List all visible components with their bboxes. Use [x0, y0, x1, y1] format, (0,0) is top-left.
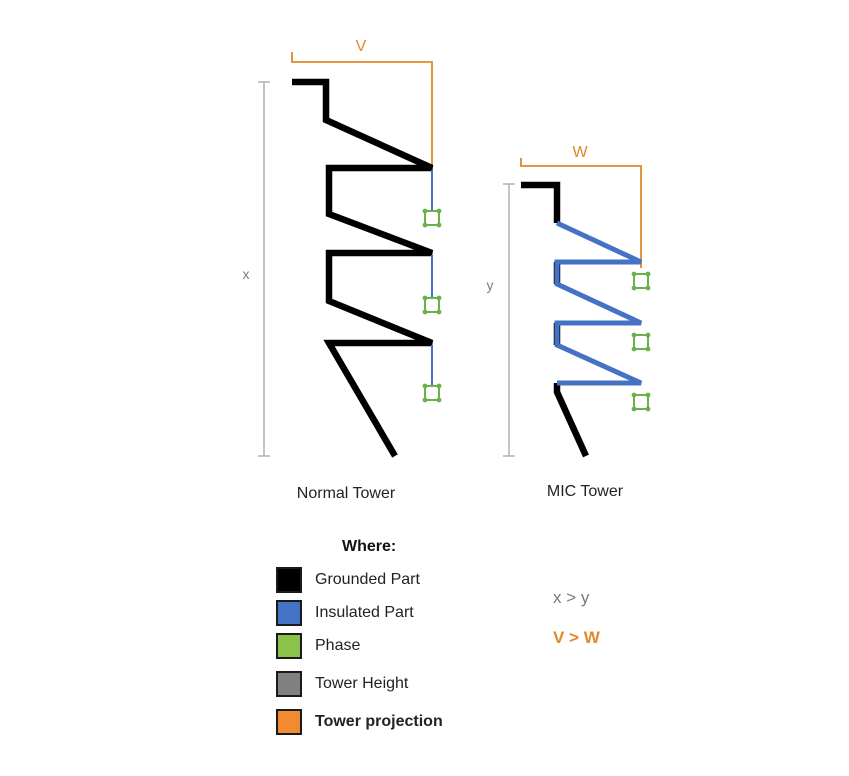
tower-height-swatch [276, 671, 302, 697]
legend-item-label: Tower Height [315, 675, 409, 692]
mic-tower-insulated-crossarms [554, 220, 643, 386]
mic-tower-height-dimension [503, 183, 515, 457]
projection-relation: V > W [553, 628, 600, 647]
legend-item-label: Grounded Part [315, 571, 420, 588]
legend-item-tower-projection: Tower projection [276, 707, 443, 737]
mic-tower-phase-1 [631, 271, 651, 291]
legend-item-label: Tower projection [315, 713, 443, 730]
normal-tower-phase-1 [422, 208, 442, 228]
insulated-part-swatch [276, 600, 302, 626]
legend-item-label: Phase [315, 637, 361, 654]
tower-projection-swatch [276, 709, 302, 735]
legend-item-insulated-part: Insulated Part [276, 598, 414, 628]
normal-tower-phase-2 [422, 295, 442, 315]
grounded-part-swatch [276, 567, 302, 593]
legend-item-grounded-part: Grounded Part [276, 565, 420, 595]
legend-item-tower-height: Tower Height [276, 669, 408, 699]
normal-tower-projection-label: V [356, 38, 367, 55]
mic-tower-caption: MIC Tower [547, 483, 624, 500]
mic-tower-phase-2 [631, 332, 651, 352]
mic-tower-phase-3 [631, 392, 651, 412]
mic-tower-grounded-upper [521, 181, 561, 223]
normal-tower-caption: Normal Tower [297, 485, 396, 502]
normal-tower-phase-3 [422, 383, 442, 403]
mic-tower-grounded-leg [553, 383, 589, 458]
normal-tower-grounded-body [292, 78, 434, 458]
mic-tower-projection-label: W [572, 144, 588, 161]
mic-tower-height-label: y [487, 277, 494, 293]
legend-item-phase: Phase [276, 631, 360, 661]
normal-tower-height-label: x [243, 266, 250, 282]
height-relation: x > y [553, 588, 590, 607]
legend-title: Where: [342, 538, 397, 555]
phase-swatch [276, 633, 302, 659]
normal-tower: x V Normal Tower [243, 38, 442, 502]
legend-item-label: Insulated Part [315, 604, 414, 621]
normal-tower-projection-dimension [291, 52, 433, 170]
normal-tower-height-dimension [258, 81, 270, 457]
mic-tower: y W MIC Tower [487, 144, 651, 500]
mic-tower-projection-dimension [520, 158, 642, 268]
